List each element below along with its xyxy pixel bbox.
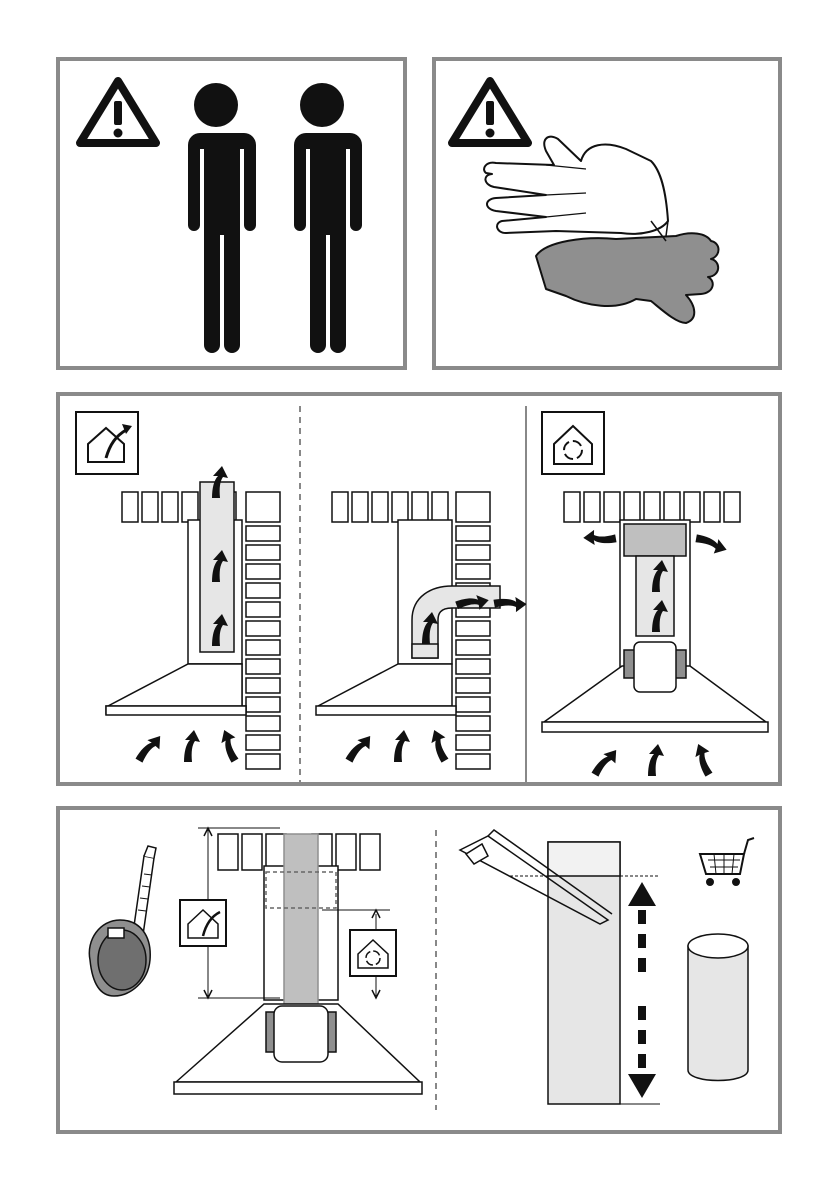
gloves-warning-illustration bbox=[436, 61, 782, 370]
measure-and-cut-illustration bbox=[60, 810, 782, 1134]
tape-measure-icon bbox=[89, 846, 156, 996]
duct-cutting bbox=[510, 842, 660, 1104]
person-icon bbox=[188, 83, 256, 353]
rear-ducted-exhaust bbox=[316, 492, 528, 769]
two-person-warning-panel bbox=[56, 57, 407, 370]
two-person-warning-illustration bbox=[60, 61, 407, 370]
warning-triangle-icon bbox=[80, 81, 156, 143]
installation-modes-illustration bbox=[60, 396, 782, 786]
duct-pipe-icon bbox=[688, 934, 748, 1081]
filtering-recirculation bbox=[542, 492, 768, 781]
work-gloves-icon bbox=[484, 137, 718, 323]
measure-and-cut-panel bbox=[56, 806, 782, 1134]
installation-modes-panel bbox=[56, 392, 782, 786]
ducted-exhaust-mode-icon bbox=[180, 900, 226, 946]
shopping-cart-icon bbox=[700, 838, 754, 885]
recirculation-mode-icon bbox=[350, 930, 396, 976]
gloves-warning-panel bbox=[432, 57, 782, 370]
ducted-exhaust-mode-icon bbox=[76, 412, 138, 474]
vertical-ducted-exhaust bbox=[106, 466, 280, 769]
person-icon bbox=[294, 83, 362, 353]
warning-triangle-icon bbox=[452, 81, 528, 143]
recirculation-mode-icon bbox=[542, 412, 604, 474]
length-arrow bbox=[628, 882, 656, 1098]
